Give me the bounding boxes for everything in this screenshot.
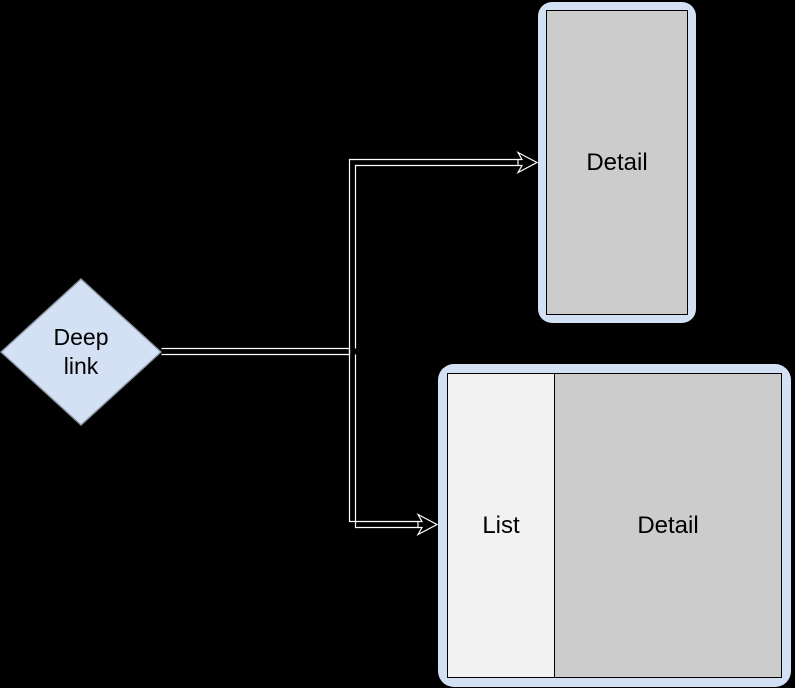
edge-deep-link-to-list-detail-arrowhead bbox=[416, 513, 439, 536]
node-deep-link[interactable]: Deep link bbox=[0, 278, 162, 426]
tablet-list-pane[interactable]: List bbox=[448, 374, 555, 677]
phone-screen: Detail bbox=[546, 10, 688, 315]
edge-deep-link-trunk bbox=[161, 347, 350, 356]
phone-detail-label: Detail bbox=[586, 148, 648, 176]
tablet-list-label: List bbox=[482, 511, 520, 539]
diamond-icon bbox=[0, 278, 162, 426]
tablet-detail-label: Detail bbox=[637, 511, 699, 539]
edge-deep-link-to-detail bbox=[348, 158, 518, 355]
node-phone-detail[interactable]: Detail bbox=[538, 2, 696, 323]
tablet-detail-pane[interactable]: Detail bbox=[555, 374, 781, 677]
edge-deep-link-to-list-detail bbox=[348, 348, 418, 529]
tablet-screen: List Detail bbox=[447, 373, 782, 678]
node-tablet-list-detail[interactable]: List Detail bbox=[438, 364, 791, 687]
edge-deep-link-to-detail-arrowhead bbox=[516, 151, 539, 174]
phone-detail-pane[interactable]: Detail bbox=[547, 11, 687, 314]
